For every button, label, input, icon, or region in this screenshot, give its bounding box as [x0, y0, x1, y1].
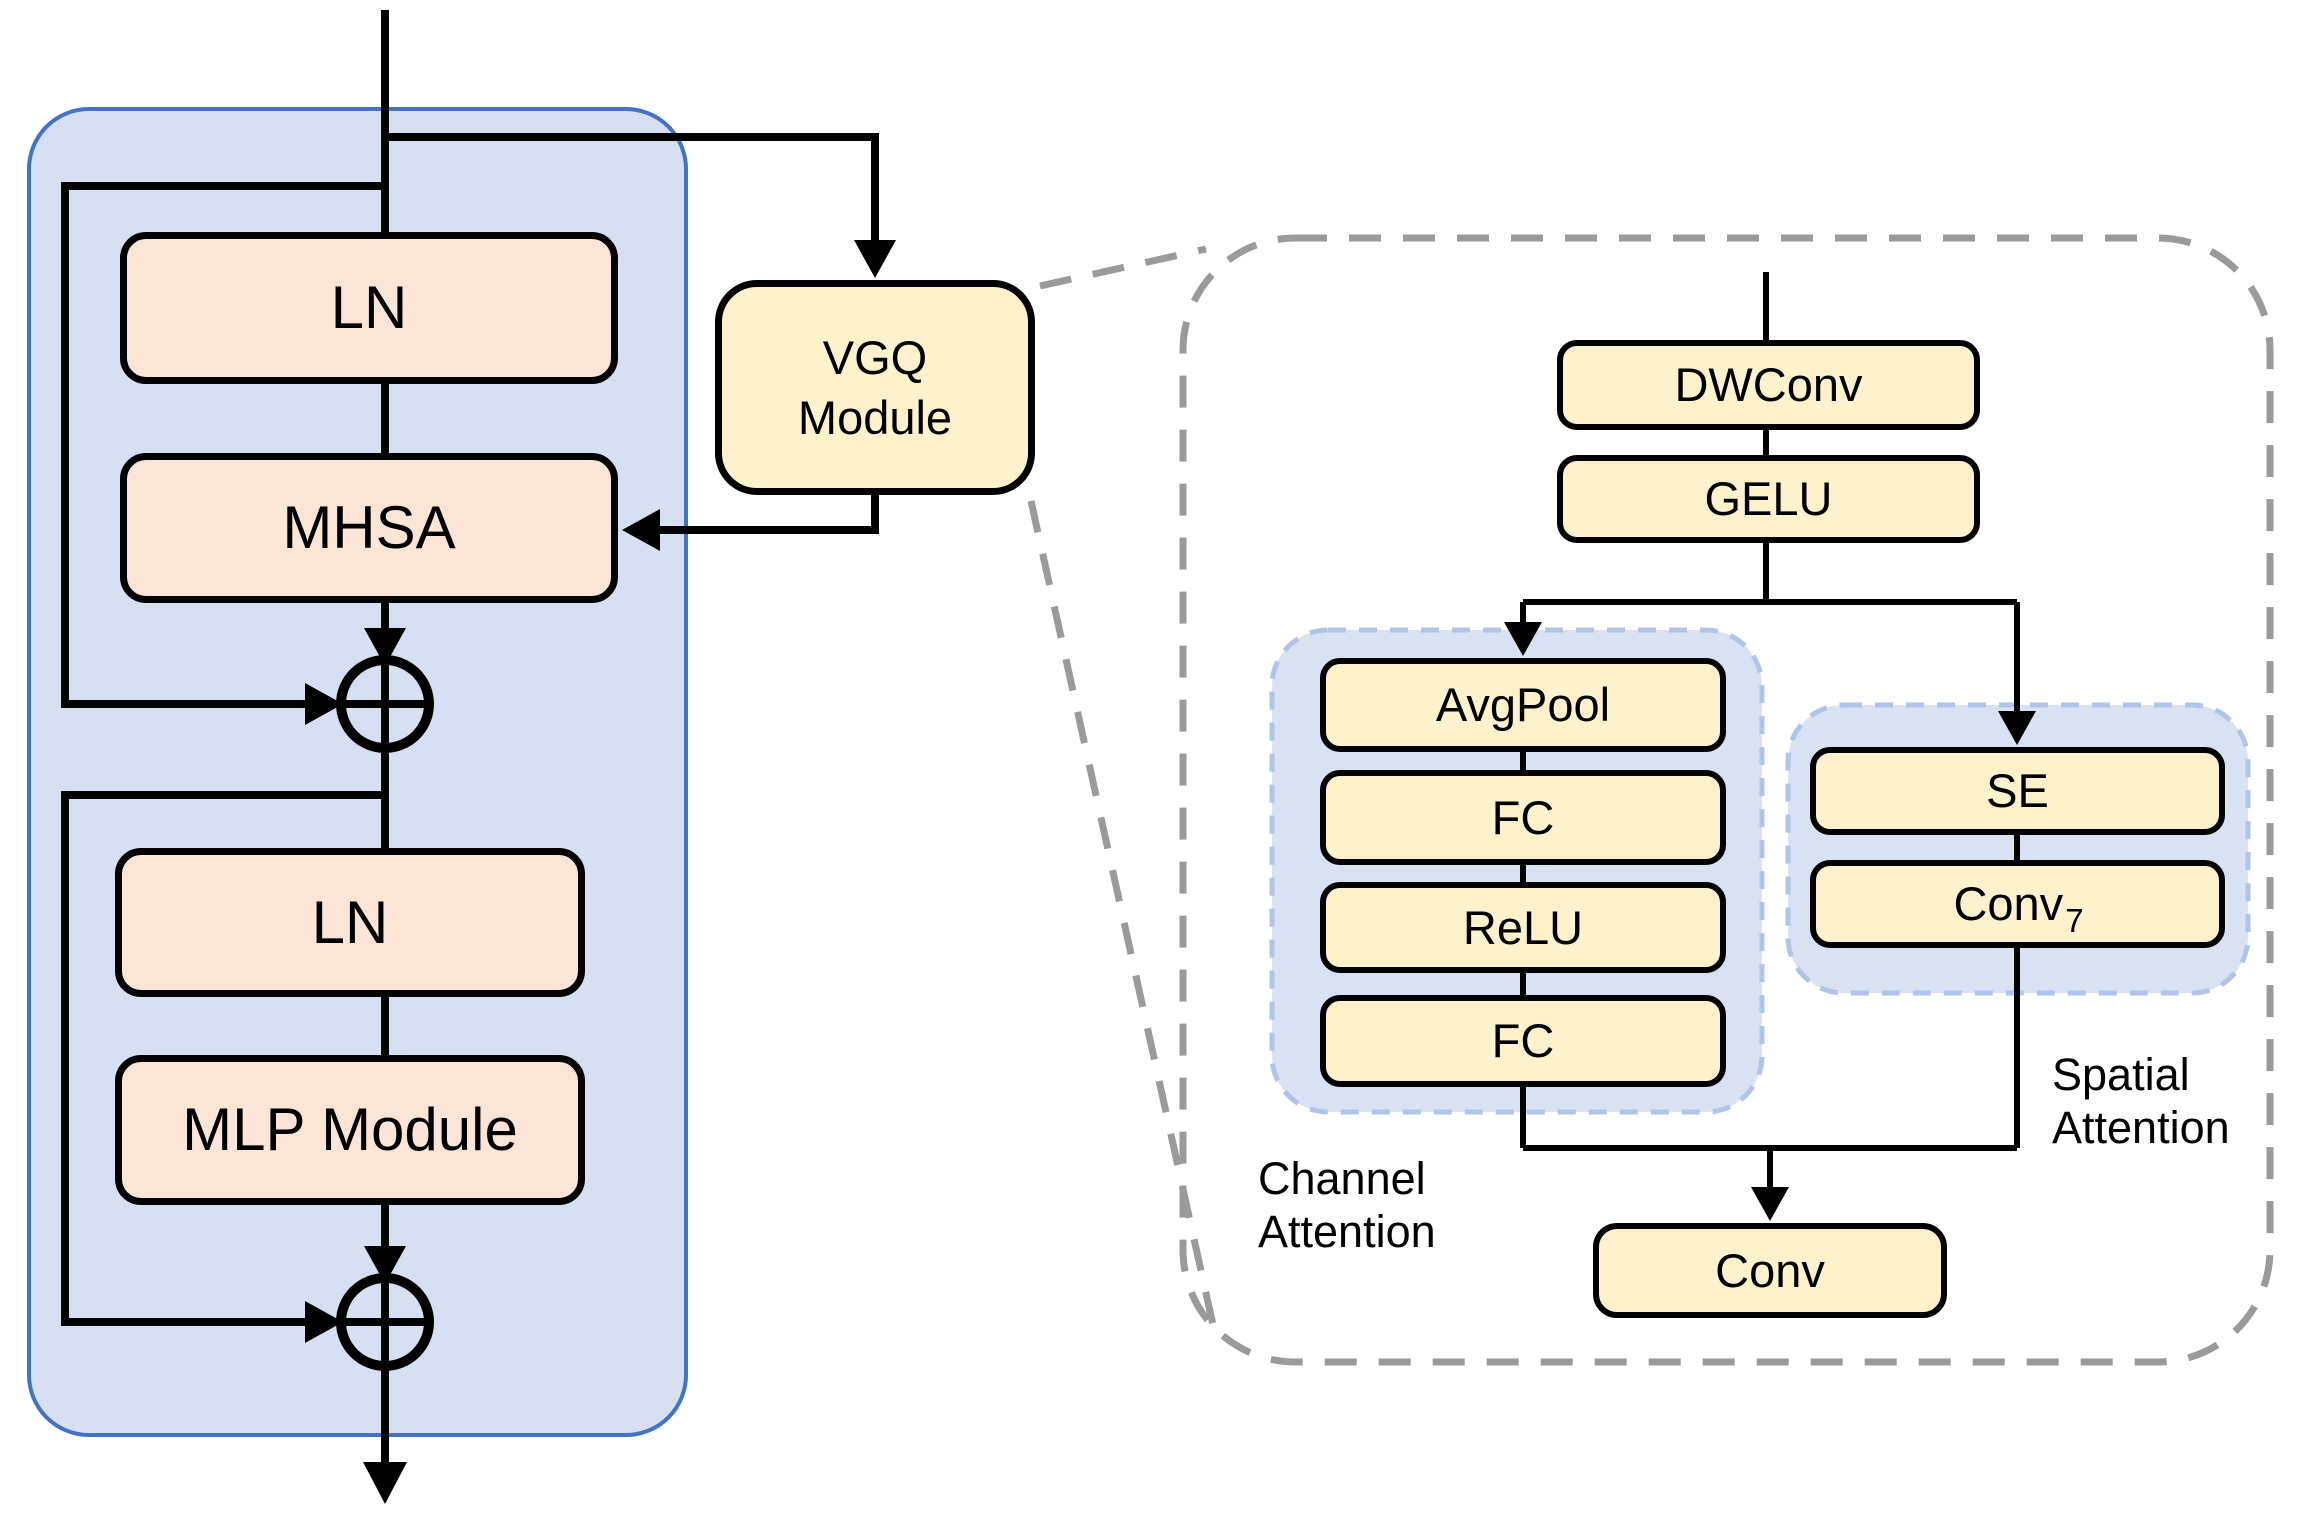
zoom-leader-top [1039, 245, 1207, 290]
conv7-subscript: 7 [2065, 902, 2084, 940]
conv-label: Conv [1715, 1243, 1825, 1297]
arrowhead-icon [364, 1246, 406, 1284]
mlp-module-label: MLP Module [182, 1096, 518, 1163]
ln1-box: LN [120, 232, 618, 384]
channel-attention-label: Channel Attention [1258, 1152, 1436, 1258]
spatial-attention-line1: Spatial [2052, 1049, 2190, 1100]
conv7-base: Conv [1953, 877, 2064, 931]
arrowhead-icon [305, 1301, 343, 1343]
fc2-label: FC [1491, 1014, 1555, 1068]
arrowhead-icon [1998, 711, 2036, 745]
fc2-box: FC [1320, 995, 1726, 1087]
mlp-module-box: MLP Module [115, 1055, 585, 1205]
ln1-label: LN [330, 274, 408, 341]
left-wires [61, 10, 896, 1504]
ln2-label: LN [311, 888, 389, 956]
se-label: SE [1986, 764, 2049, 818]
spatial-attention-line2: Attention [2052, 1102, 2230, 1154]
arrowhead-icon [364, 628, 406, 666]
gelu-label: GELU [1704, 472, 1833, 526]
dwconv-box: DWConv [1557, 340, 1980, 430]
conv7-label: Conv7 [1953, 877, 2083, 939]
add-icon [336, 1273, 434, 1371]
vgq-to-mhsa-line [658, 495, 879, 534]
vgq-label-line2: Module [797, 390, 953, 444]
avgpool-box: AvgPool [1320, 658, 1726, 752]
vgq-detail-panel-outline [1179, 234, 2274, 1366]
arrowhead-icon [1504, 622, 1542, 656]
channel-attention-line1: Channel [1258, 1153, 1426, 1204]
avgpool-label: AvgPool [1435, 678, 1611, 732]
add-icon [336, 655, 434, 753]
skip-connection-2 [61, 791, 429, 1326]
arrowhead-icon [854, 240, 896, 278]
skip-connection-1 [61, 182, 429, 708]
conv7-box: Conv7 [1810, 860, 2225, 948]
output-arrowhead-icon [363, 1462, 407, 1504]
vgq-label-line1: VGQ [822, 330, 928, 384]
relu-label: ReLU [1462, 900, 1584, 954]
conv-box: Conv [1593, 1223, 1947, 1318]
relu-box: ReLU [1320, 882, 1726, 973]
vgq-module-box: VGQ Module [715, 280, 1035, 495]
arrowhead-icon [1751, 1187, 1789, 1221]
fc1-box: FC [1320, 770, 1726, 865]
mhsa-label: MHSA [282, 494, 456, 561]
gelu-box: GELU [1557, 455, 1980, 543]
arrowhead-icon [622, 509, 660, 551]
arrowhead-icon [305, 683, 343, 725]
dwconv-label: DWConv [1674, 358, 1863, 412]
vgq-module-label: VGQ Module [798, 332, 952, 443]
channel-attention-line2: Attention [1258, 1206, 1436, 1258]
zoom-leader-bottom [1027, 500, 1221, 1344]
branch-to-vgq-line [385, 133, 879, 242]
spatial-attention-label: Spatial Attention [2052, 1048, 2230, 1154]
mhsa-box: MHSA [120, 453, 618, 603]
fc1-label: FC [1491, 790, 1555, 844]
se-box: SE [1810, 747, 2225, 835]
ln2-box: LN [115, 848, 585, 997]
detail-wires [1504, 272, 2036, 1221]
